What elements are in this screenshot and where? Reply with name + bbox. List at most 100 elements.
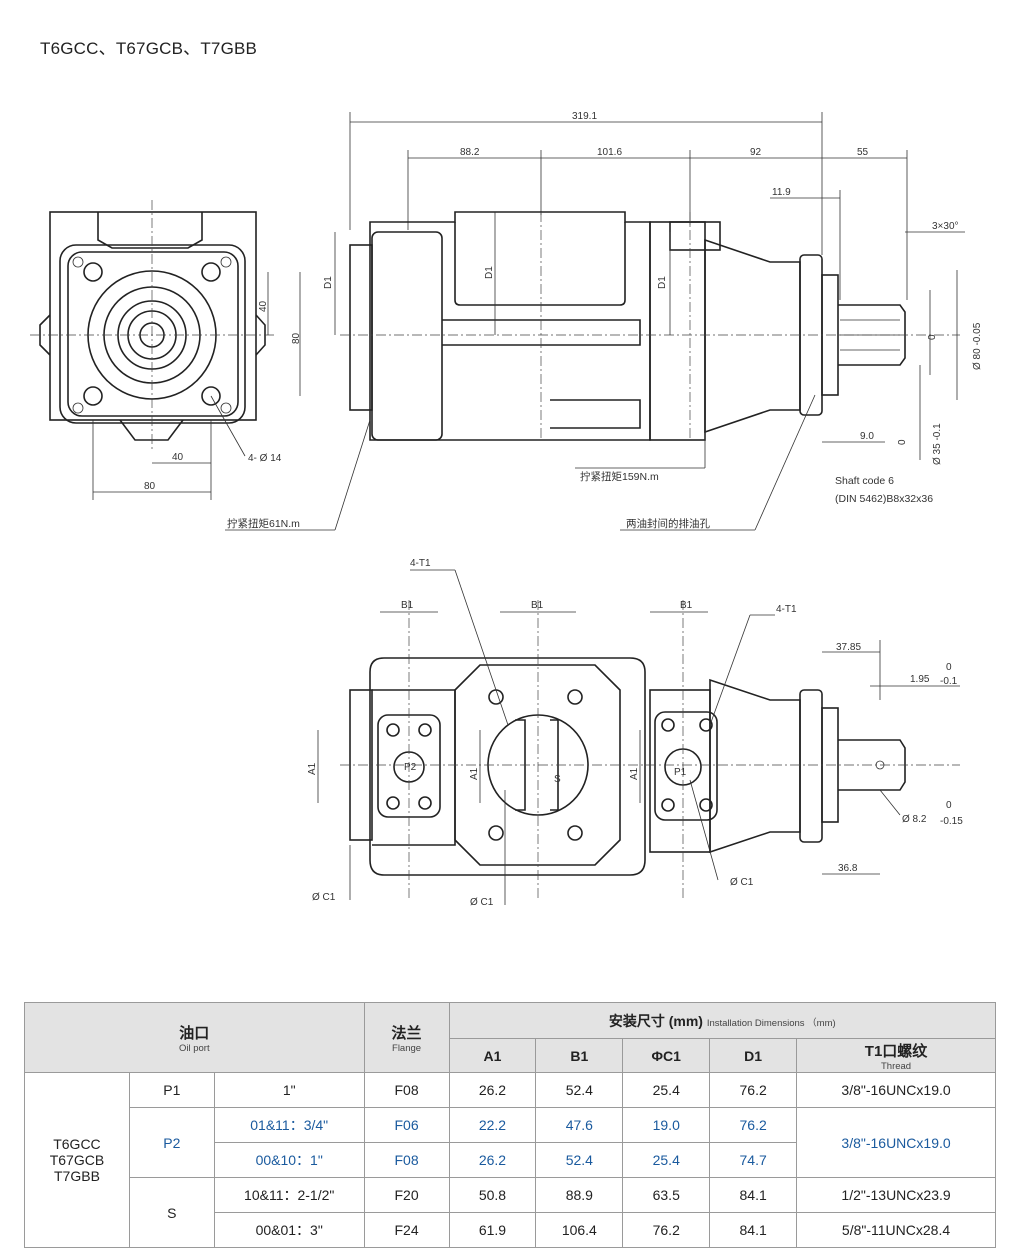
svg-text:B1: B1 <box>401 600 414 611</box>
svg-text:0: 0 <box>897 439 908 445</box>
size-cell: 10&11：2-1/2" <box>213 1177 365 1213</box>
flange-cell: F08 <box>363 1142 450 1178</box>
size-cell: 00&10：1" <box>213 1142 365 1178</box>
d1-cell: 76.2 <box>709 1072 798 1108</box>
svg-text:80: 80 <box>291 332 302 344</box>
svg-text:0: 0 <box>946 662 952 673</box>
svg-text:Ø C1: Ø C1 <box>312 892 336 903</box>
installation-dimensions-table: 油口 Oil port 法兰 Flange 安装尺寸 (mm) Installa… <box>24 1002 996 1248</box>
thread-header: T1口螺纹 Thread <box>796 1038 996 1073</box>
svg-text:4-T1: 4-T1 <box>776 604 797 615</box>
svg-text:-0.15: -0.15 <box>940 816 963 827</box>
c1-cell: 25.4 <box>622 1142 711 1178</box>
svg-text:88.2: 88.2 <box>460 147 480 158</box>
b1-cell: 52.4 <box>535 1072 624 1108</box>
port-view: B1 B1 B1 4-T1 4-T1 A1 A1 A1 P2 S P1 Ø C1… <box>307 558 963 908</box>
d1-cell: 84.1 <box>709 1177 798 1213</box>
technical-drawing: 40 80 40 80 4- Ø 14 319.1 88.2 101.6 92 … <box>30 111 983 908</box>
flange-header: 法兰 Flange <box>363 1002 450 1073</box>
table-row: S 10&11：2-1/2" F20 50.8 88.9 63.5 84.1 1… <box>25 1177 996 1248</box>
svg-text:4-T1: 4-T1 <box>410 558 431 569</box>
b1-cell: 88.9 <box>535 1177 624 1213</box>
svg-text:0: 0 <box>946 800 952 811</box>
a1-cell: 22.2 <box>448 1107 537 1143</box>
c1-cell: 19.0 <box>622 1107 711 1143</box>
svg-text:37.85: 37.85 <box>836 642 861 653</box>
svg-text:9.0: 9.0 <box>860 431 874 442</box>
thread-cell: 5/8"-11UNCx28.4 <box>796 1212 996 1248</box>
d1-cell: 76.2 <box>709 1107 798 1143</box>
svg-text:A1: A1 <box>629 767 640 780</box>
svg-text:P1: P1 <box>674 767 687 778</box>
svg-text:B1: B1 <box>531 600 544 611</box>
thread-cell: 3/8"-16UNCx19.0 <box>796 1107 996 1178</box>
svg-text:36.8: 36.8 <box>838 863 858 874</box>
svg-text:Ø C1: Ø C1 <box>730 877 754 888</box>
c1-cell: 63.5 <box>622 1177 711 1213</box>
table-row: 00&10：1" F08 26.2 52.4 25.4 74.7 <box>25 1142 996 1178</box>
table-row: T6GCC T67GCB T7GBB P1 1" F08 26.2 52.4 2… <box>24 1072 996 1248</box>
svg-text:3×30°: 3×30° <box>932 221 959 232</box>
svg-text:40: 40 <box>172 452 184 463</box>
svg-text:0: 0 <box>927 334 938 340</box>
port-cell: P1 <box>128 1072 215 1108</box>
svg-text:A1: A1 <box>469 767 480 780</box>
d1-cell: 74.7 <box>709 1142 798 1178</box>
svg-text:Ø C1: Ø C1 <box>470 897 494 908</box>
torque-159-note: 拧紧扭矩159N.m <box>580 470 659 483</box>
svg-text:B1: B1 <box>680 600 693 611</box>
svg-text:92: 92 <box>750 147 762 158</box>
size-cell: 01&11：3/4" <box>213 1107 365 1143</box>
a1-header: A1 <box>448 1038 537 1073</box>
b1-cell: 47.6 <box>535 1107 624 1143</box>
b1-header: B1 <box>535 1038 624 1073</box>
a1-cell: 26.2 <box>448 1072 537 1108</box>
svg-text:319.1: 319.1 <box>572 111 597 122</box>
svg-text:Ø 8.2: Ø 8.2 <box>902 814 927 825</box>
svg-text:55: 55 <box>857 147 869 158</box>
table-row: 00&01：3" F24 61.9 106.4 76.2 84.1 5/8"-1… <box>25 1212 996 1248</box>
svg-text:Ø 80 -0.05: Ø 80 -0.05 <box>972 322 983 370</box>
size-cell: 1" <box>213 1072 365 1108</box>
page-title: T6GCC、T67GCB、T7GBB <box>40 39 258 58</box>
install-dims-header: 安装尺寸 (mm) Installation Dimensions （mm) <box>448 1002 996 1039</box>
b1-cell: 106.4 <box>535 1212 624 1248</box>
svg-text:P2: P2 <box>404 762 417 773</box>
drain-hole-note: 两油封间的排油孔 <box>626 517 710 530</box>
svg-text:D1: D1 <box>657 276 668 289</box>
svg-text:-0.1: -0.1 <box>940 676 958 687</box>
svg-text:80: 80 <box>144 481 156 492</box>
svg-text:1.95: 1.95 <box>910 674 930 685</box>
model-cell: T6GCC T67GCB T7GBB <box>24 1072 130 1248</box>
svg-text:D1: D1 <box>484 266 495 279</box>
torque-61-note: 拧紧扭矩61N.m <box>227 517 300 530</box>
a1-cell: 61.9 <box>448 1212 537 1248</box>
flange-cell: F24 <box>363 1212 450 1248</box>
b1-cell: 52.4 <box>535 1142 624 1178</box>
svg-text:A1: A1 <box>307 762 318 775</box>
oil-port-header: 油口 Oil port <box>24 1002 365 1073</box>
svg-text:11.9: 11.9 <box>772 187 791 198</box>
c1-cell: 76.2 <box>622 1212 711 1248</box>
a1-cell: 50.8 <box>448 1177 537 1213</box>
d1-header: D1 <box>709 1038 798 1073</box>
flange-cell: F20 <box>363 1177 450 1213</box>
shaft-code-note: Shaft code 6 <box>835 475 894 487</box>
c1-cell: 25.4 <box>622 1072 711 1108</box>
thread-cell: 1/2"-13UNCx23.9 <box>796 1177 996 1213</box>
port-cell: S <box>128 1177 215 1248</box>
d1-cell: 84.1 <box>709 1212 798 1248</box>
table-row: P2 01&11：3/4" F06 22.2 47.6 19.0 76.2 3/… <box>25 1107 996 1178</box>
svg-text:4- Ø 14: 4- Ø 14 <box>248 453 282 464</box>
side-view: 319.1 88.2 101.6 92 55 11.9 3×30° <box>225 111 983 531</box>
shaft-spec-note: (DIN 5462)B8x32x36 <box>835 493 933 505</box>
svg-text:S: S <box>554 774 561 785</box>
c1-header: ΦC1 <box>622 1038 711 1073</box>
port-cell: P2 <box>128 1107 215 1178</box>
flange-cell: F08 <box>363 1072 450 1108</box>
flange-cell: F06 <box>363 1107 450 1143</box>
svg-text:40: 40 <box>258 300 269 312</box>
front-view: 40 80 40 80 4- Ø 14 <box>30 200 302 500</box>
svg-text:D1: D1 <box>323 276 334 289</box>
thread-cell: 3/8"-16UNCx19.0 <box>796 1072 996 1108</box>
